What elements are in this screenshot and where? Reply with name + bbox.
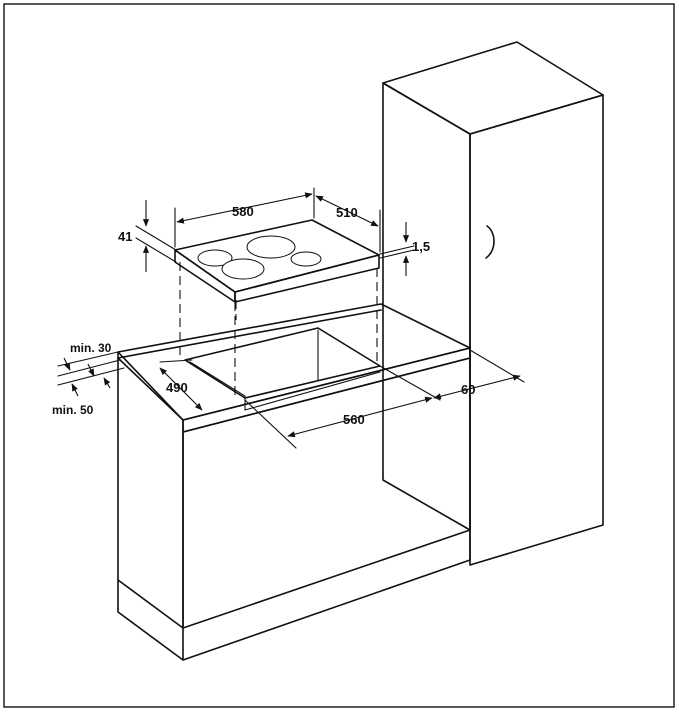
- dimension-lines: [57, 187, 525, 449]
- projection-lines: [179, 262, 378, 400]
- base-cabinet: [117, 303, 471, 661]
- label-wall-unit-distance: 60: [461, 382, 475, 397]
- label-cutout-depth: 490: [166, 380, 188, 395]
- hob-control-3: [361, 249, 367, 255]
- hob-zone-back-left: [197, 249, 233, 267]
- label-hob-rim: 1,5: [412, 239, 430, 254]
- cabinet-handle: [485, 225, 495, 259]
- hob-zone-front-right: [290, 251, 322, 267]
- hob: [174, 219, 380, 303]
- hob-control-1: [345, 247, 351, 253]
- hob-zone-back-right: [246, 235, 296, 259]
- hob-zone-front-left: [221, 258, 265, 280]
- tall-cabinet: [382, 41, 604, 566]
- worktop-cutout: [184, 327, 381, 411]
- label-clearance-back: min. 30: [70, 341, 112, 355]
- label-cutout-width: 560: [343, 412, 365, 427]
- drawing-frame: [3, 3, 675, 708]
- label-clearance-front: min. 50: [52, 403, 94, 417]
- label-hob-height: 41: [118, 229, 132, 244]
- label-hob-width: 580: [232, 204, 254, 219]
- hob-control-2: [353, 245, 359, 251]
- label-hob-depth: 510: [336, 205, 358, 220]
